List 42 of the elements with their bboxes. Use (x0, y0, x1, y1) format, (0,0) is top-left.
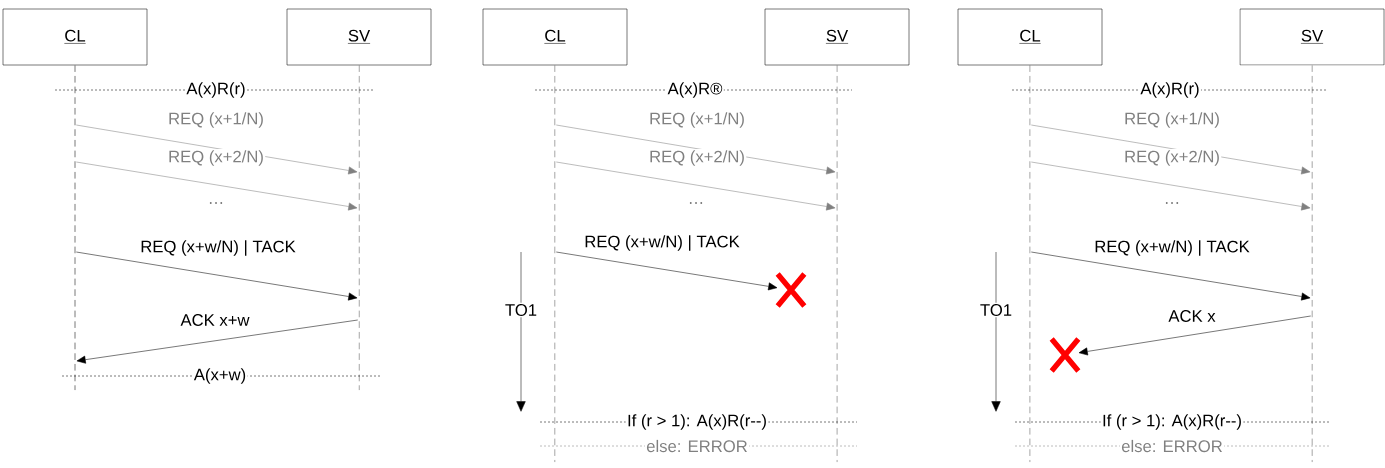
separator-label: A(x)R(r) (185, 80, 247, 100)
lifeline (358, 65, 360, 391)
edge-label: REQ (x+2/N) (647, 148, 747, 168)
timeout-label: TO1 (978, 302, 1014, 318)
separator-label: If (r > 1): A(x)R(r--) (1100, 412, 1244, 432)
separator-label: A(x)R(r) (1139, 80, 1201, 100)
edge-label: REQ (x+w/N) | TACK (582, 233, 742, 253)
arrow (76, 161, 358, 211)
ellipsis: … (209, 202, 223, 204)
arrow (1031, 161, 1311, 211)
participant-box: CL (2, 8, 148, 66)
separator-label: else: ERROR (1119, 438, 1225, 454)
separator-label: A(x+w) (192, 366, 248, 386)
participant-box: CL (482, 8, 628, 66)
timeout-label: TO1 (503, 302, 539, 318)
edge-label: REQ (x+2/N) (1122, 148, 1222, 168)
cross-mark (775, 271, 807, 309)
participant-box: SV (1239, 8, 1385, 66)
edge-label: REQ (x+1/N) (1122, 110, 1222, 130)
arrow (556, 161, 836, 211)
edge-label: REQ (x+w/N) | TACK (1092, 238, 1252, 258)
ellipsis: … (689, 202, 703, 204)
edge-label: REQ (x+1/N) (647, 110, 747, 130)
edge-label: ACK x+w (179, 312, 251, 328)
arrow (76, 251, 358, 301)
arrow (556, 251, 778, 291)
participant-box: SV (286, 8, 432, 66)
ellipsis: … (1165, 202, 1179, 204)
cross-mark (1049, 336, 1081, 374)
separator-label: If (r > 1): A(x)R(r--) (625, 412, 769, 432)
lifeline (74, 65, 76, 391)
edge-label: REQ (x+2/N) (166, 148, 266, 168)
edge-label: REQ (x+1/N) (166, 110, 266, 130)
edge-label: ACK x (1167, 308, 1217, 324)
arrow (1031, 251, 1311, 301)
arrow (76, 319, 358, 364)
participant-box: CL (957, 8, 1103, 66)
edge-label: REQ (x+w/N) | TACK (138, 238, 298, 258)
separator-label: A(x)R® (666, 80, 724, 100)
participant-box: SV (764, 8, 910, 66)
separator-label: else: ERROR (644, 438, 750, 454)
arrow (1078, 315, 1311, 356)
